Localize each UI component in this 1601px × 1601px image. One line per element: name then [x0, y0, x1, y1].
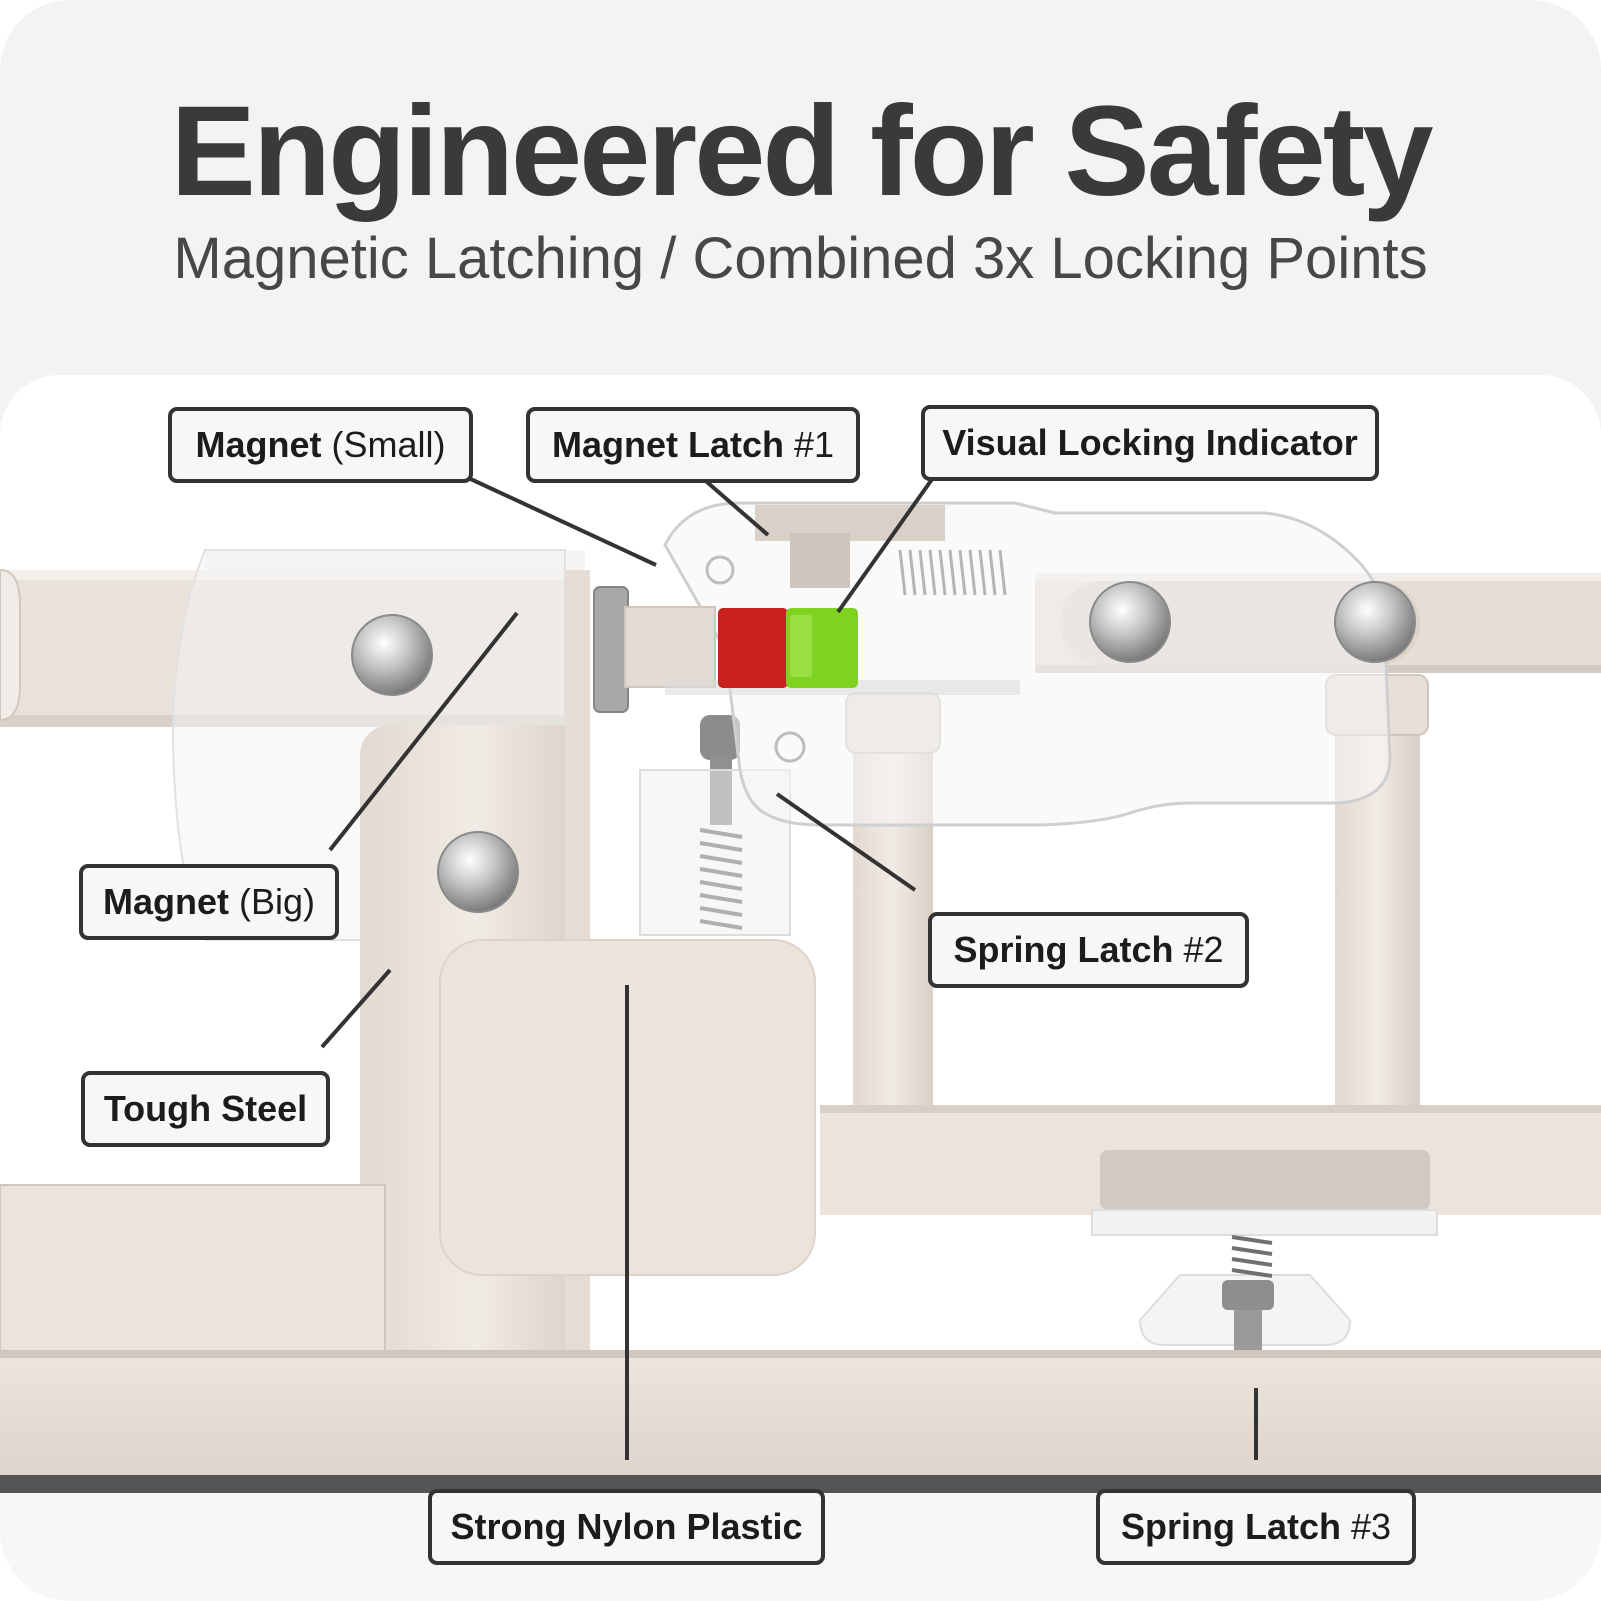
callout-magnet-big-bold: Magnet: [102, 881, 229, 922]
lower-left-block: [0, 1184, 386, 1361]
callout-spring-latch-3: Spring Latch#3: [1096, 1489, 1416, 1565]
callout-magnet-big: Magnet(Big): [79, 864, 339, 940]
callout-spring-latch-3-bold: Spring Latch: [1120, 1506, 1341, 1547]
callout-magnet-small-bold: Magnet: [195, 424, 322, 465]
callout-magnet-big-regular: (Big): [238, 881, 315, 922]
page-subtitle: Magnetic Latching / Combined 3x Locking …: [173, 226, 1428, 291]
callout-magnet-latch-1-bold: Magnet Latch: [551, 424, 784, 465]
callout-tough-steel: Tough Steel: [81, 1071, 330, 1147]
callout-visual-locking-indicator: Visual Locking Indicator: [921, 405, 1379, 481]
callout-spring-latch-3-regular: #3: [1350, 1506, 1392, 1547]
callout-spring-latch-2-regular: #2: [1183, 929, 1224, 970]
callout-tough-steel-bold: Tough Steel: [103, 1088, 308, 1129]
latch-diagram: [0, 473, 1601, 1601]
callout-magnet-small: Magnet(Small): [168, 407, 473, 483]
callout-spring-latch-2: Spring Latch#2: [928, 912, 1249, 988]
right-tray: [820, 1105, 1601, 1236]
callout-spring-latch-2-bold: Spring Latch: [953, 929, 1174, 970]
small-magnet-plate: [593, 586, 629, 713]
callout-visual-locking-indicator-bold: Visual Locking Indicator: [942, 422, 1358, 463]
spring-latch-2-pin: [639, 715, 791, 936]
callout-strong-nylon-plastic-bold: Strong Nylon Plastic: [450, 1506, 803, 1547]
visual-locking-indicator: [718, 608, 858, 688]
callout-magnet-small-regular: (Small): [331, 424, 446, 465]
latch-housing: [624, 501, 1392, 827]
leader-lines: [320, 473, 1258, 1460]
page-title: Engineered for Safety: [170, 80, 1434, 223]
callout-magnet-latch-1-regular: #1: [793, 424, 835, 465]
spring-latch-3-pin: [1138, 1235, 1352, 1350]
rivets: [351, 581, 1416, 913]
callout-strong-nylon-plastic: Strong Nylon Plastic: [428, 1489, 825, 1565]
diagram-stage: [0, 375, 1601, 1601]
callout-magnet-latch-1: Magnet Latch#1: [526, 407, 860, 483]
